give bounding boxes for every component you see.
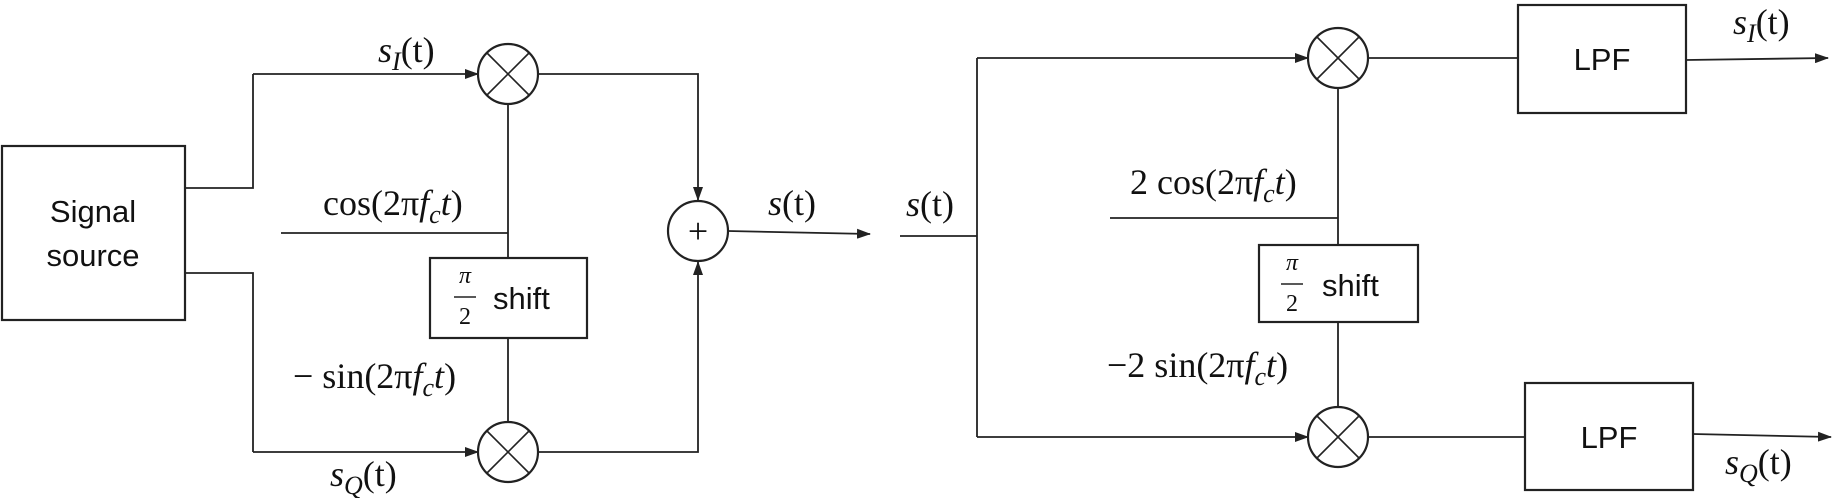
demod-phase-shift-block: π 2 shift [1257, 243, 1420, 324]
demod-input-label: s(t) [906, 184, 954, 224]
signal-source-block: Signal source [0, 144, 187, 322]
phase-shift-label: shift [493, 281, 550, 316]
lpf-top-box [1516, 3, 1688, 115]
demodulator: π 2 shift LPF LPF s(t) 2 cos(2πfct) −2 s… [900, 2, 1832, 492]
signal-source-box [0, 144, 187, 322]
demod-q-output-wire [1692, 431, 1832, 442]
left-s-i-label: sI(t) [378, 30, 435, 76]
q-mixer [476, 420, 540, 484]
phase-shift-numerator: π [459, 263, 472, 289]
lpf-bottom-label: LPF [1581, 420, 1638, 455]
i-mixer [476, 42, 540, 106]
demod-cos-label: 2 cos(2πfct) [1130, 162, 1297, 208]
phase-shift-box [428, 256, 589, 340]
phase-shift-denominator: 2 [459, 304, 471, 330]
demod-s-q-output-label: sQ(t) [1725, 442, 1792, 488]
left-sin-label: − sin(2πfct) [293, 356, 456, 402]
demod-q-mixer-cross-b [1316, 415, 1360, 459]
demod-phase-shift-label: shift [1322, 268, 1379, 303]
phase-shift-block: π 2 shift [428, 256, 589, 340]
source-to-i-branch-wire [185, 74, 254, 189]
modulator-output-wire [727, 228, 871, 239]
signal-source-label-line1: Signal [50, 194, 136, 229]
modulator: Signal source π 2 shift [0, 30, 871, 498]
left-cos-label: cos(2πfct) [323, 183, 463, 229]
left-s-q-label: sQ(t) [330, 454, 397, 498]
demod-i-mixer-cross-b [1316, 36, 1360, 80]
demod-q-mixer [1306, 405, 1370, 469]
q-to-summer-wire [538, 261, 703, 453]
i-mixer-cross-b [486, 52, 530, 96]
demod-s-i-output-label: sI(t) [1733, 2, 1790, 48]
demod-i-output-wire [1685, 53, 1829, 64]
source-to-q-branch-wire [185, 272, 254, 452]
demod-phase-shift-denominator: 2 [1286, 291, 1298, 317]
summer: + [666, 199, 730, 263]
q-mixer-cross-b [486, 430, 530, 474]
summer-plus-sign: + [688, 211, 708, 251]
lpf-top-block: LPF [1516, 3, 1688, 115]
demod-i-mixer [1306, 26, 1370, 90]
lpf-bottom-box [1523, 381, 1695, 492]
lpf-bottom-block: LPF [1523, 381, 1695, 492]
lpf-top-label: LPF [1574, 42, 1631, 77]
signal-source-label-line2: source [46, 238, 139, 273]
i-to-summer-wire [538, 73, 703, 201]
modulator-output-label: s(t) [768, 183, 816, 223]
demod-sin-label: −2 sin(2πfct) [1107, 345, 1288, 391]
demod-phase-shift-numerator: π [1286, 250, 1299, 276]
